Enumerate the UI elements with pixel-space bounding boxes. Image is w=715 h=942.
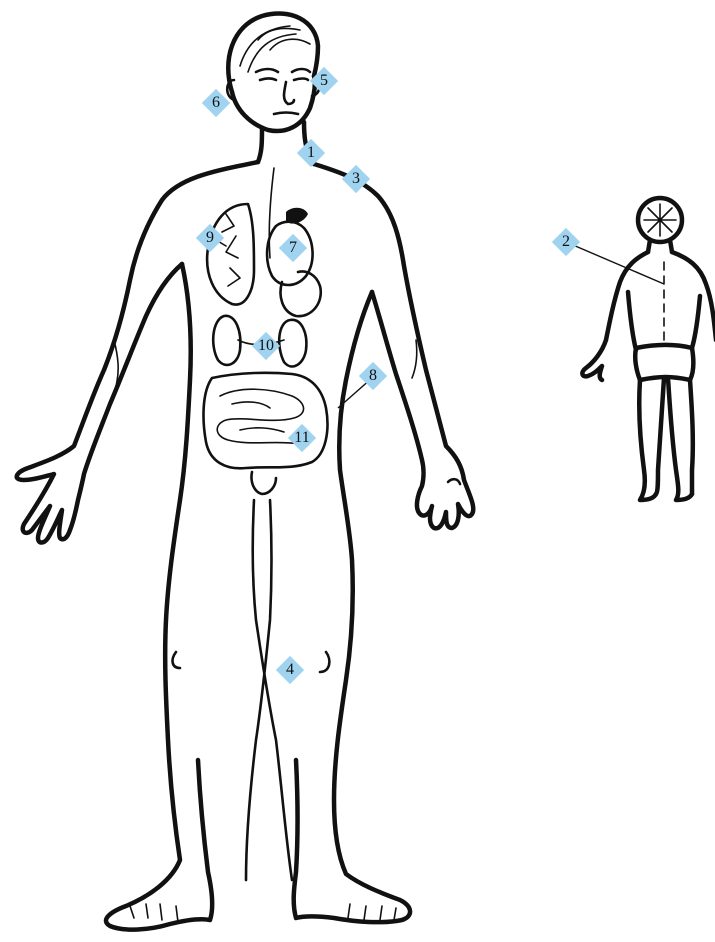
marker-label: 1 bbox=[296, 138, 326, 168]
marker-label: 3 bbox=[341, 164, 371, 194]
marker-9: 9 bbox=[195, 223, 225, 253]
kidney-drawing bbox=[213, 316, 240, 365]
marker-4: 4 bbox=[275, 655, 305, 685]
marker-3: 3 bbox=[341, 164, 371, 194]
marker-label: 11 bbox=[287, 423, 317, 453]
right-side-outline bbox=[314, 164, 473, 528]
marker-label: 9 bbox=[195, 223, 225, 253]
left-side-outline bbox=[17, 162, 258, 543]
marker-8: 8 bbox=[358, 361, 388, 391]
marker-label: 7 bbox=[278, 233, 308, 263]
marker-1: 1 bbox=[296, 138, 326, 168]
marker-label: 10 bbox=[251, 331, 281, 361]
marker-label: 2 bbox=[551, 227, 581, 257]
marker-label: 8 bbox=[358, 361, 388, 391]
back-view-figure bbox=[582, 198, 715, 500]
marker-10: 10 bbox=[251, 331, 281, 361]
marker-6: 6 bbox=[201, 88, 231, 118]
marker-2: 2 bbox=[551, 227, 581, 257]
marker-11: 11 bbox=[287, 423, 317, 453]
marker-label: 6 bbox=[201, 88, 231, 118]
marker-label: 5 bbox=[309, 66, 339, 96]
marker-label: 4 bbox=[275, 655, 305, 685]
marker-5: 5 bbox=[309, 66, 339, 96]
shorts bbox=[635, 345, 693, 380]
front-figure bbox=[17, 14, 474, 930]
marker-7: 7 bbox=[278, 233, 308, 263]
